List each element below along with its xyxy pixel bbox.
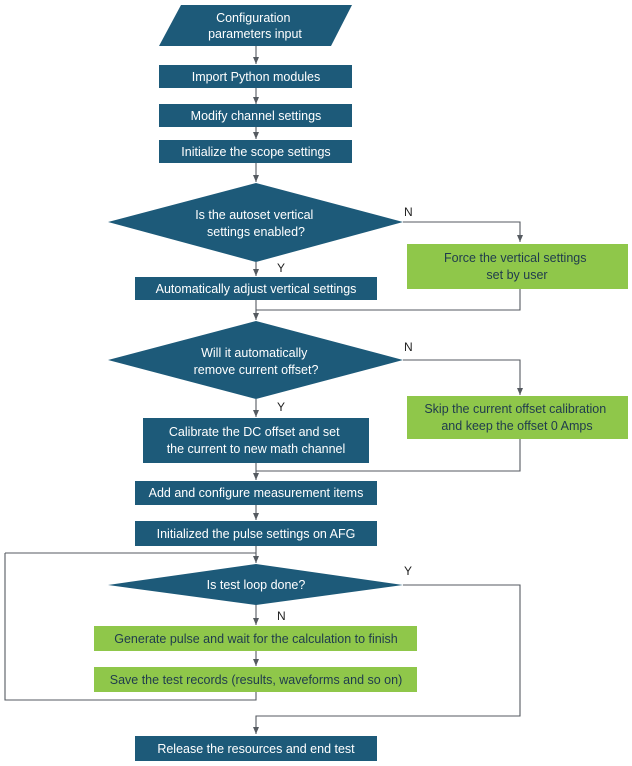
- node-init-pulse: Initialized the pulse settings on AFG: [135, 521, 377, 546]
- node-init-scope: Initialize the scope settings: [159, 140, 352, 163]
- svg-text:Release the resources and end: Release the resources and end test: [157, 742, 355, 756]
- node-auto-adjust: Automatically adjust vertical settings: [135, 277, 377, 300]
- node-measure: Add and configure measurement items: [135, 481, 377, 505]
- node-save: Save the test records (results, waveform…: [94, 667, 417, 692]
- label-no-autoset: N: [404, 205, 413, 219]
- svg-text:Save the test records (results: Save the test records (results, waveform…: [110, 673, 403, 687]
- decision-autoset: Is the autoset vertical settings enabled…: [108, 183, 403, 262]
- svg-text:Configuration parameters: Configuration parameters input: [208, 11, 302, 41]
- node-force: Force the vertical settings set by user: [407, 244, 628, 289]
- svg-text:Import Python modules: Import Python modules: [192, 70, 321, 84]
- decision-loop: Is test loop done?: [108, 564, 403, 605]
- svg-text:Is test loop done?: Is test loop done?: [207, 578, 306, 592]
- edge-loop-back: [4, 553, 257, 701]
- svg-text:Add and configure measurement: Add and configure measurement items: [149, 486, 364, 500]
- start-line-2: parameters input: [208, 27, 302, 41]
- svg-text:Automatically adjust vertical: Automatically adjust vertical settings: [156, 282, 357, 296]
- edge-skip-merge: [256, 439, 521, 472]
- svg-text:Generate pulse and wait for th: Generate pulse and wait for the calculat…: [114, 632, 398, 646]
- start-line-1: Configuration: [216, 11, 290, 25]
- node-generate: Generate pulse and wait for the calculat…: [94, 626, 417, 651]
- edge-q2-no: [403, 359, 523, 395]
- node-release: Release the resources and end test: [135, 736, 377, 761]
- svg-text:Modify channel settings: Modify channel settings: [191, 109, 322, 123]
- node-import: Import Python modules: [159, 65, 352, 88]
- svg-text:Force the vertical settings: Force the vertical settings set by user: [444, 251, 590, 282]
- edge-q1-no: [403, 221, 523, 242]
- svg-text:Initialize the scope settings: Initialize the scope settings: [181, 145, 330, 159]
- node-start: Configuration parameters input: [159, 5, 352, 46]
- edge-q3-yes: [253, 584, 521, 734]
- svg-text:Calibrate the DC offset and se: Calibrate the DC offset and set the curr…: [167, 425, 346, 456]
- label-yes-offset: Y: [277, 400, 285, 414]
- svg-text:Is the autoset vertical: Is the autoset vertical settings enabled…: [195, 208, 317, 239]
- decision-offset: Will it automatically remove current off…: [108, 321, 403, 399]
- label-yes-loop: Y: [404, 564, 412, 578]
- node-skip: Skip the current offset calibration and …: [407, 396, 628, 439]
- svg-text:Will it automatically re: Will it automatically remove current off…: [194, 346, 319, 377]
- node-modify: Modify channel settings: [159, 104, 352, 127]
- label-yes-autoset: Y: [277, 261, 285, 275]
- label-no-offset: N: [404, 340, 413, 354]
- node-calibrate: Calibrate the DC offset and set the curr…: [143, 418, 369, 463]
- connectors: [4, 46, 523, 734]
- svg-text:Initialized the pulse settings: Initialized the pulse settings on AFG: [157, 527, 356, 541]
- svg-text:Skip the current offset calibr: Skip the current offset calibration and …: [424, 402, 609, 433]
- edge-force-merge: [256, 289, 521, 311]
- label-no-loop: N: [277, 609, 286, 623]
